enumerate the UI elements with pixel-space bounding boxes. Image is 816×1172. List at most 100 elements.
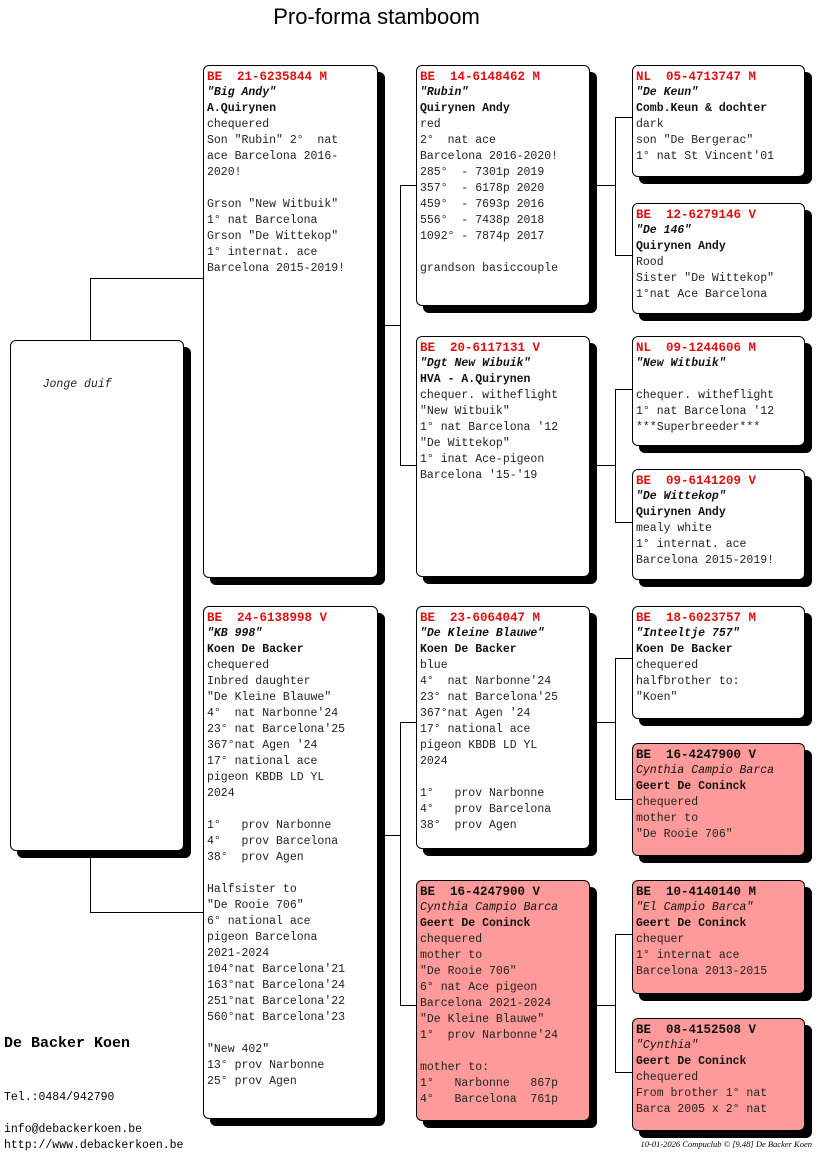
info-line: chequered [636, 659, 699, 672]
owner: Koen De Backer [207, 643, 304, 656]
pigeon-card-dd-dam[interactable]: BE 08-4152508 V"Cynthia"Geert De Coninck… [632, 1018, 805, 1131]
connector-line [90, 278, 91, 340]
owner: Koen De Backer [420, 643, 517, 656]
info-line: Barcelona '15-'19 [420, 469, 538, 482]
pigeon-card-ss-sire[interactable]: NL 05-4713747 M"De Keun"Comb.Keun & doch… [632, 65, 805, 177]
info-line [420, 1044, 589, 1060]
owner: Geert De Coninck [636, 780, 747, 793]
info-line: 367°nat Agen '24 [420, 707, 531, 720]
info-line: Halfsister to [207, 883, 297, 896]
info-line: "New 402" [207, 1043, 270, 1056]
info-line: chequered [420, 933, 483, 946]
owner: Koen De Backer [636, 643, 733, 656]
info-line: 13° prov Narbonne [207, 1059, 325, 1072]
pigeon-card-dam-sire[interactable]: BE 23-6064047 M"De Kleine Blauwe"Koen De… [416, 606, 590, 849]
connector-line [615, 934, 616, 1072]
pigeon-card-sd-sire[interactable]: NL 09-1244606 M"New Witbuik"chequer. wit… [632, 336, 805, 446]
ring-number: BE 24-6138998 V [207, 611, 328, 625]
info-line: 6° national ace [207, 915, 311, 928]
ring-number: BE 20-6117131 V [420, 341, 541, 355]
ring-number: BE 14-6148462 M [420, 70, 541, 84]
info-line: 556° - 7438p 2018 [420, 214, 545, 227]
info-line: chequer [636, 933, 685, 946]
info-line: 1° nat St Vincent'01 [636, 150, 775, 163]
pigeon-name: Cynthia Campio Barca [420, 901, 559, 914]
ring-number: BE 21-6235844 M [207, 70, 328, 84]
info-line: "De Wittekop" [420, 437, 510, 450]
info-line: 2021-2024 [207, 947, 270, 960]
info-line: "De Kleine Blauwe" [420, 1013, 545, 1026]
info-line: chequered [207, 118, 270, 131]
info-line: 1092° - 7874p 2017 [420, 230, 545, 243]
info-line: 1° nat Barcelona '12 [636, 405, 775, 418]
info-line: 4° nat Narbonne'24 [207, 707, 339, 720]
owner: Quirynen Andy [636, 506, 726, 519]
info-line: 1° internat ace [636, 949, 740, 962]
info-line: From brother 1° nat [636, 1087, 768, 1100]
breeder-url[interactable]: http://www.debackerkoen.be [4, 1139, 184, 1152]
info-line: grandson basiccouple [420, 262, 559, 275]
connector-line [615, 658, 616, 799]
info-line: Grson "New Witbuik" [207, 198, 339, 211]
subject-box: Jonge duif [10, 340, 184, 851]
ring-number: BE 18-6023757 M [636, 611, 757, 625]
info-line: chequer. witheflight [636, 389, 775, 402]
info-line: 4° prov Barcelona [420, 803, 552, 816]
info-line: 1° nat Barcelona '12 [420, 421, 559, 434]
info-line: "De Rooie 706" [420, 965, 517, 978]
info-line: pigeon KBDB LD YL [420, 739, 538, 752]
info-line: chequer. witheflight [420, 389, 559, 402]
connector-line [400, 722, 416, 723]
connector-line [590, 722, 615, 723]
info-line: 163°nat Barcelona'24 [207, 979, 346, 992]
info-line: 1° prov Narbonne'24 [420, 1029, 559, 1042]
owner [636, 372, 804, 388]
info-line: Inbred daughter [207, 675, 311, 688]
pigeon-card-ds-sire[interactable]: BE 18-6023757 M"Inteeltje 757"Koen De Ba… [632, 606, 805, 719]
info-line: "Koen" [636, 691, 678, 704]
connector-line [615, 117, 616, 255]
info-line: chequered [636, 1071, 699, 1084]
info-line: "De Rooie 706" [207, 899, 304, 912]
info-line: 23° nat Barcelona'25 [420, 691, 559, 704]
connector-line [615, 389, 616, 522]
connector-line [400, 722, 401, 1006]
info-line: 1° prov Narbonne [420, 787, 545, 800]
info-line: Sister "De Wittekop" [636, 272, 775, 285]
connector-line [615, 658, 632, 659]
info-line: Barcelona 2015-2019! [636, 554, 775, 567]
info-line [420, 245, 589, 261]
ring-number: BE 16-4247900 V [420, 885, 541, 899]
owner: A.Quirynen [207, 102, 277, 115]
pigeon-name: "Cynthia" [636, 1039, 699, 1052]
info-line: mother to [420, 949, 483, 962]
pigeon-card-dd-sire[interactable]: BE 10-4140140 M"El Campio Barca"Geert De… [632, 880, 805, 994]
info-line: 4° Barcelona 761p [420, 1093, 559, 1106]
info-line: Barcelona 2013-2015 [636, 965, 768, 978]
info-line: pigeon Barcelona [207, 931, 318, 944]
info-line: Barca 2005 x 2° nat [636, 1103, 768, 1116]
info-line: "De Kleine Blauwe" [207, 691, 332, 704]
ring-number: BE 10-4140140 M [636, 885, 757, 899]
info-line: 104°nat Barcelona'21 [207, 963, 346, 976]
info-line [207, 866, 377, 882]
info-line: 38° prov Agen [207, 851, 304, 864]
breeder-email[interactable]: info@debackerkoen.be [4, 1123, 143, 1136]
info-line: 17° national ace [420, 723, 531, 736]
pigeon-name: "De 146" [636, 224, 692, 237]
pigeon-card-sd-dam[interactable]: BE 09-6141209 V"De Wittekop"Quirynen And… [632, 469, 805, 580]
info-line: 4° nat Narbonne'24 [420, 675, 552, 688]
info-line: 2020! [207, 166, 242, 179]
pigeon-card-sire-dam[interactable]: BE 20-6117131 V"Dgt New Wibuik"HVA - A.Q… [416, 336, 590, 577]
info-line: mother to [636, 812, 699, 825]
connector-line [590, 465, 615, 466]
pigeon-name: "El Campio Barca" [636, 901, 754, 914]
pigeon-name: "De Keun" [636, 86, 699, 99]
